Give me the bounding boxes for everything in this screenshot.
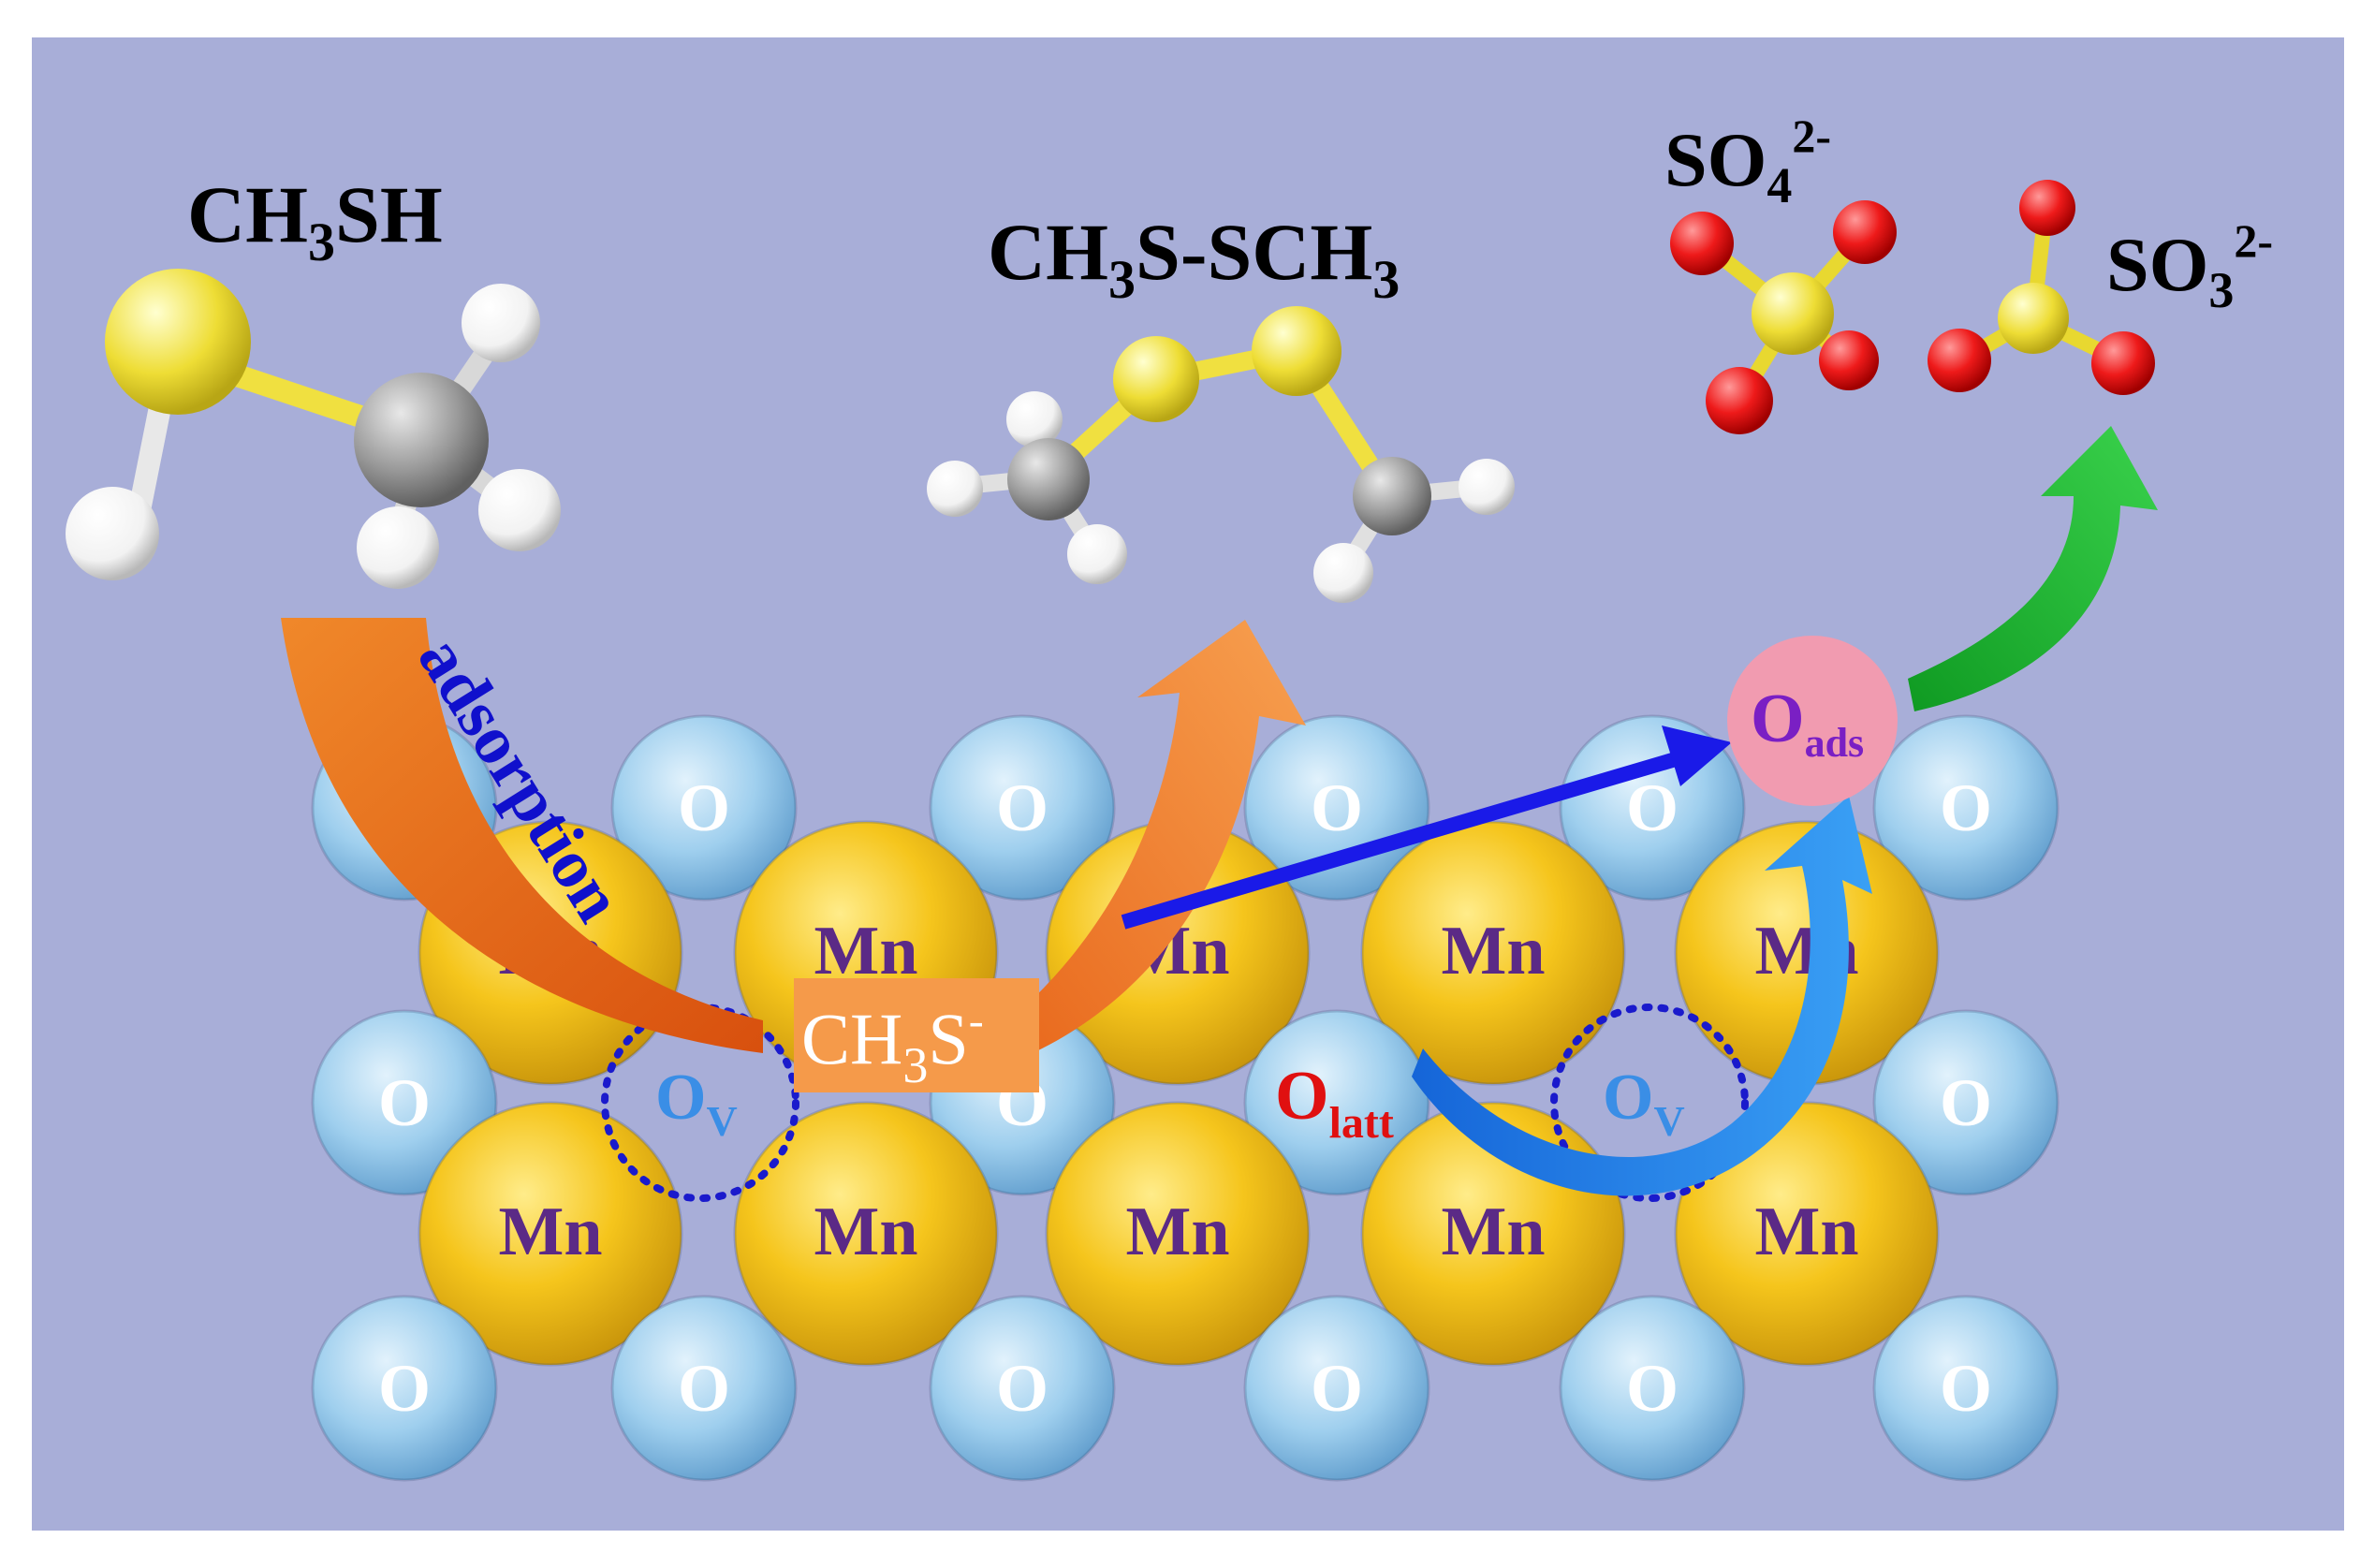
intermediate-label-box [794, 978, 1039, 1092]
sulfur-atom [105, 269, 251, 415]
hydrogen-atom [1313, 543, 1373, 603]
oxygen-sphere [610, 1295, 798, 1482]
hydrogen-atom [1006, 391, 1063, 447]
lattice-oxygen-migration-arrow [1412, 796, 1872, 1196]
hydrogen-atom [1459, 459, 1515, 515]
oxygen-sphere [311, 1295, 498, 1482]
oxygen-sphere [1559, 1295, 1746, 1482]
red-oxygen-atom [1819, 330, 1879, 390]
manganese-sphere [418, 1101, 683, 1367]
sulfate-molecule [1670, 200, 1897, 434]
manganese-sphere [1674, 1101, 1940, 1367]
lattice-oxygen-label: Olatt [1275, 1058, 1394, 1148]
red-oxygen-atom [1706, 367, 1773, 434]
hydrogen-atom [1067, 524, 1127, 584]
sulfur-atom [1752, 272, 1834, 355]
sulfite-formula: SO32- [2106, 214, 2273, 318]
oxygen-atom-label: O [378, 1351, 431, 1426]
oxygen-vacancy-right [1550, 1004, 1749, 1202]
oxygen-transfer-line [1121, 749, 1688, 930]
oxygen-sphere [929, 1295, 1116, 1482]
manganese-atom-label: Mn [1442, 1194, 1546, 1270]
oxygen-atom-label: O [678, 770, 730, 845]
oxygen-vacancy-label-left: OV [655, 1062, 738, 1145]
red-oxygen-atom [1833, 200, 1897, 264]
mno2-surface-lattice: OOOOOOOOOOOOOOOMnMnMnMnMnMnMnMnMnMn [311, 714, 2060, 1482]
oxygen-sphere [1872, 1295, 2060, 1482]
red-oxygen-atom [1928, 329, 1991, 392]
carbon-atom [1353, 457, 1431, 535]
methanethiol-formula: CH3SH [187, 169, 443, 272]
hydrogen-atom [357, 506, 439, 589]
manganese-sphere [1360, 820, 1626, 1086]
intermediate-label: CH3S- [801, 996, 984, 1093]
oxygen-sphere [1243, 1295, 1430, 1482]
hydrogen-atom [66, 487, 159, 580]
manganese-atom-label: Mn [1755, 1194, 1859, 1270]
methanethiol-molecule [66, 269, 561, 589]
hydrogen-atom [927, 461, 983, 517]
sulfur-atom [1113, 336, 1199, 422]
sulfite-molecule [1928, 180, 2155, 395]
oxygen-atom-label: O [1626, 770, 1679, 845]
carbon-atom [1007, 438, 1090, 520]
sulfite-formation-arrow [1908, 426, 2158, 711]
oxygen-atom-label: O [996, 1351, 1048, 1426]
dimerization-arrow [992, 620, 1306, 1062]
sulfur-atom [1252, 306, 1341, 396]
adsorbed-oxygen-label: Oads [1751, 681, 1864, 766]
manganese-sphere [733, 1101, 999, 1367]
manganese-atom-label: Mn [499, 1194, 603, 1270]
oxygen-atom-label: O [378, 1065, 431, 1140]
hydrogen-atom [478, 469, 561, 551]
red-oxygen-atom [2091, 331, 2155, 395]
oxygen-atom-label: O [1626, 1351, 1679, 1426]
oxygen-atom-label: O [996, 770, 1048, 845]
oxygen-atom-label: O [1940, 1065, 1992, 1140]
oxygen-atom-label: O [1311, 1351, 1363, 1426]
dimethyl-disulfide-formula: CH3S-SCH3 [988, 207, 1400, 310]
adsorption-arrow [281, 618, 763, 1053]
carbon-atom [354, 373, 489, 507]
manganese-atom-label: Mn [814, 1194, 918, 1270]
oxygen-atom-label: O [1311, 770, 1363, 845]
manganese-sphere [1045, 1101, 1311, 1367]
oxygen-sphere [1872, 1009, 2060, 1196]
oxygen-vacancy-label-right: OV [1603, 1062, 1685, 1145]
red-oxygen-atom [2019, 180, 2075, 236]
oxygen-sphere [929, 714, 1116, 901]
sulfur-atom [1998, 283, 2069, 354]
manganese-atom-label: Mn [814, 913, 918, 989]
dimethyl-disulfide-molecule [927, 306, 1515, 603]
oxygen-sphere [1243, 1009, 1430, 1196]
oxygen-transfer-arrowhead [1662, 725, 1732, 786]
oxygen-atom-label: O [1940, 1351, 1992, 1426]
hydrogen-atom [462, 284, 540, 362]
oxygen-sphere [311, 1009, 498, 1196]
oxygen-sphere [610, 714, 798, 901]
adsorbed-oxygen-sphere [1727, 636, 1898, 806]
oxygen-atom-label: O [678, 1351, 730, 1426]
sulfate-formula: SO42- [1664, 110, 1831, 213]
oxygen-atom-label: O [1940, 770, 1992, 845]
red-oxygen-atom [1670, 212, 1734, 275]
oxygen-sphere [1243, 714, 1430, 901]
oxygen-sphere [1872, 714, 2060, 901]
manganese-atom-label: Mn [1442, 913, 1546, 989]
manganese-atom-label: Mn [1126, 1194, 1230, 1270]
